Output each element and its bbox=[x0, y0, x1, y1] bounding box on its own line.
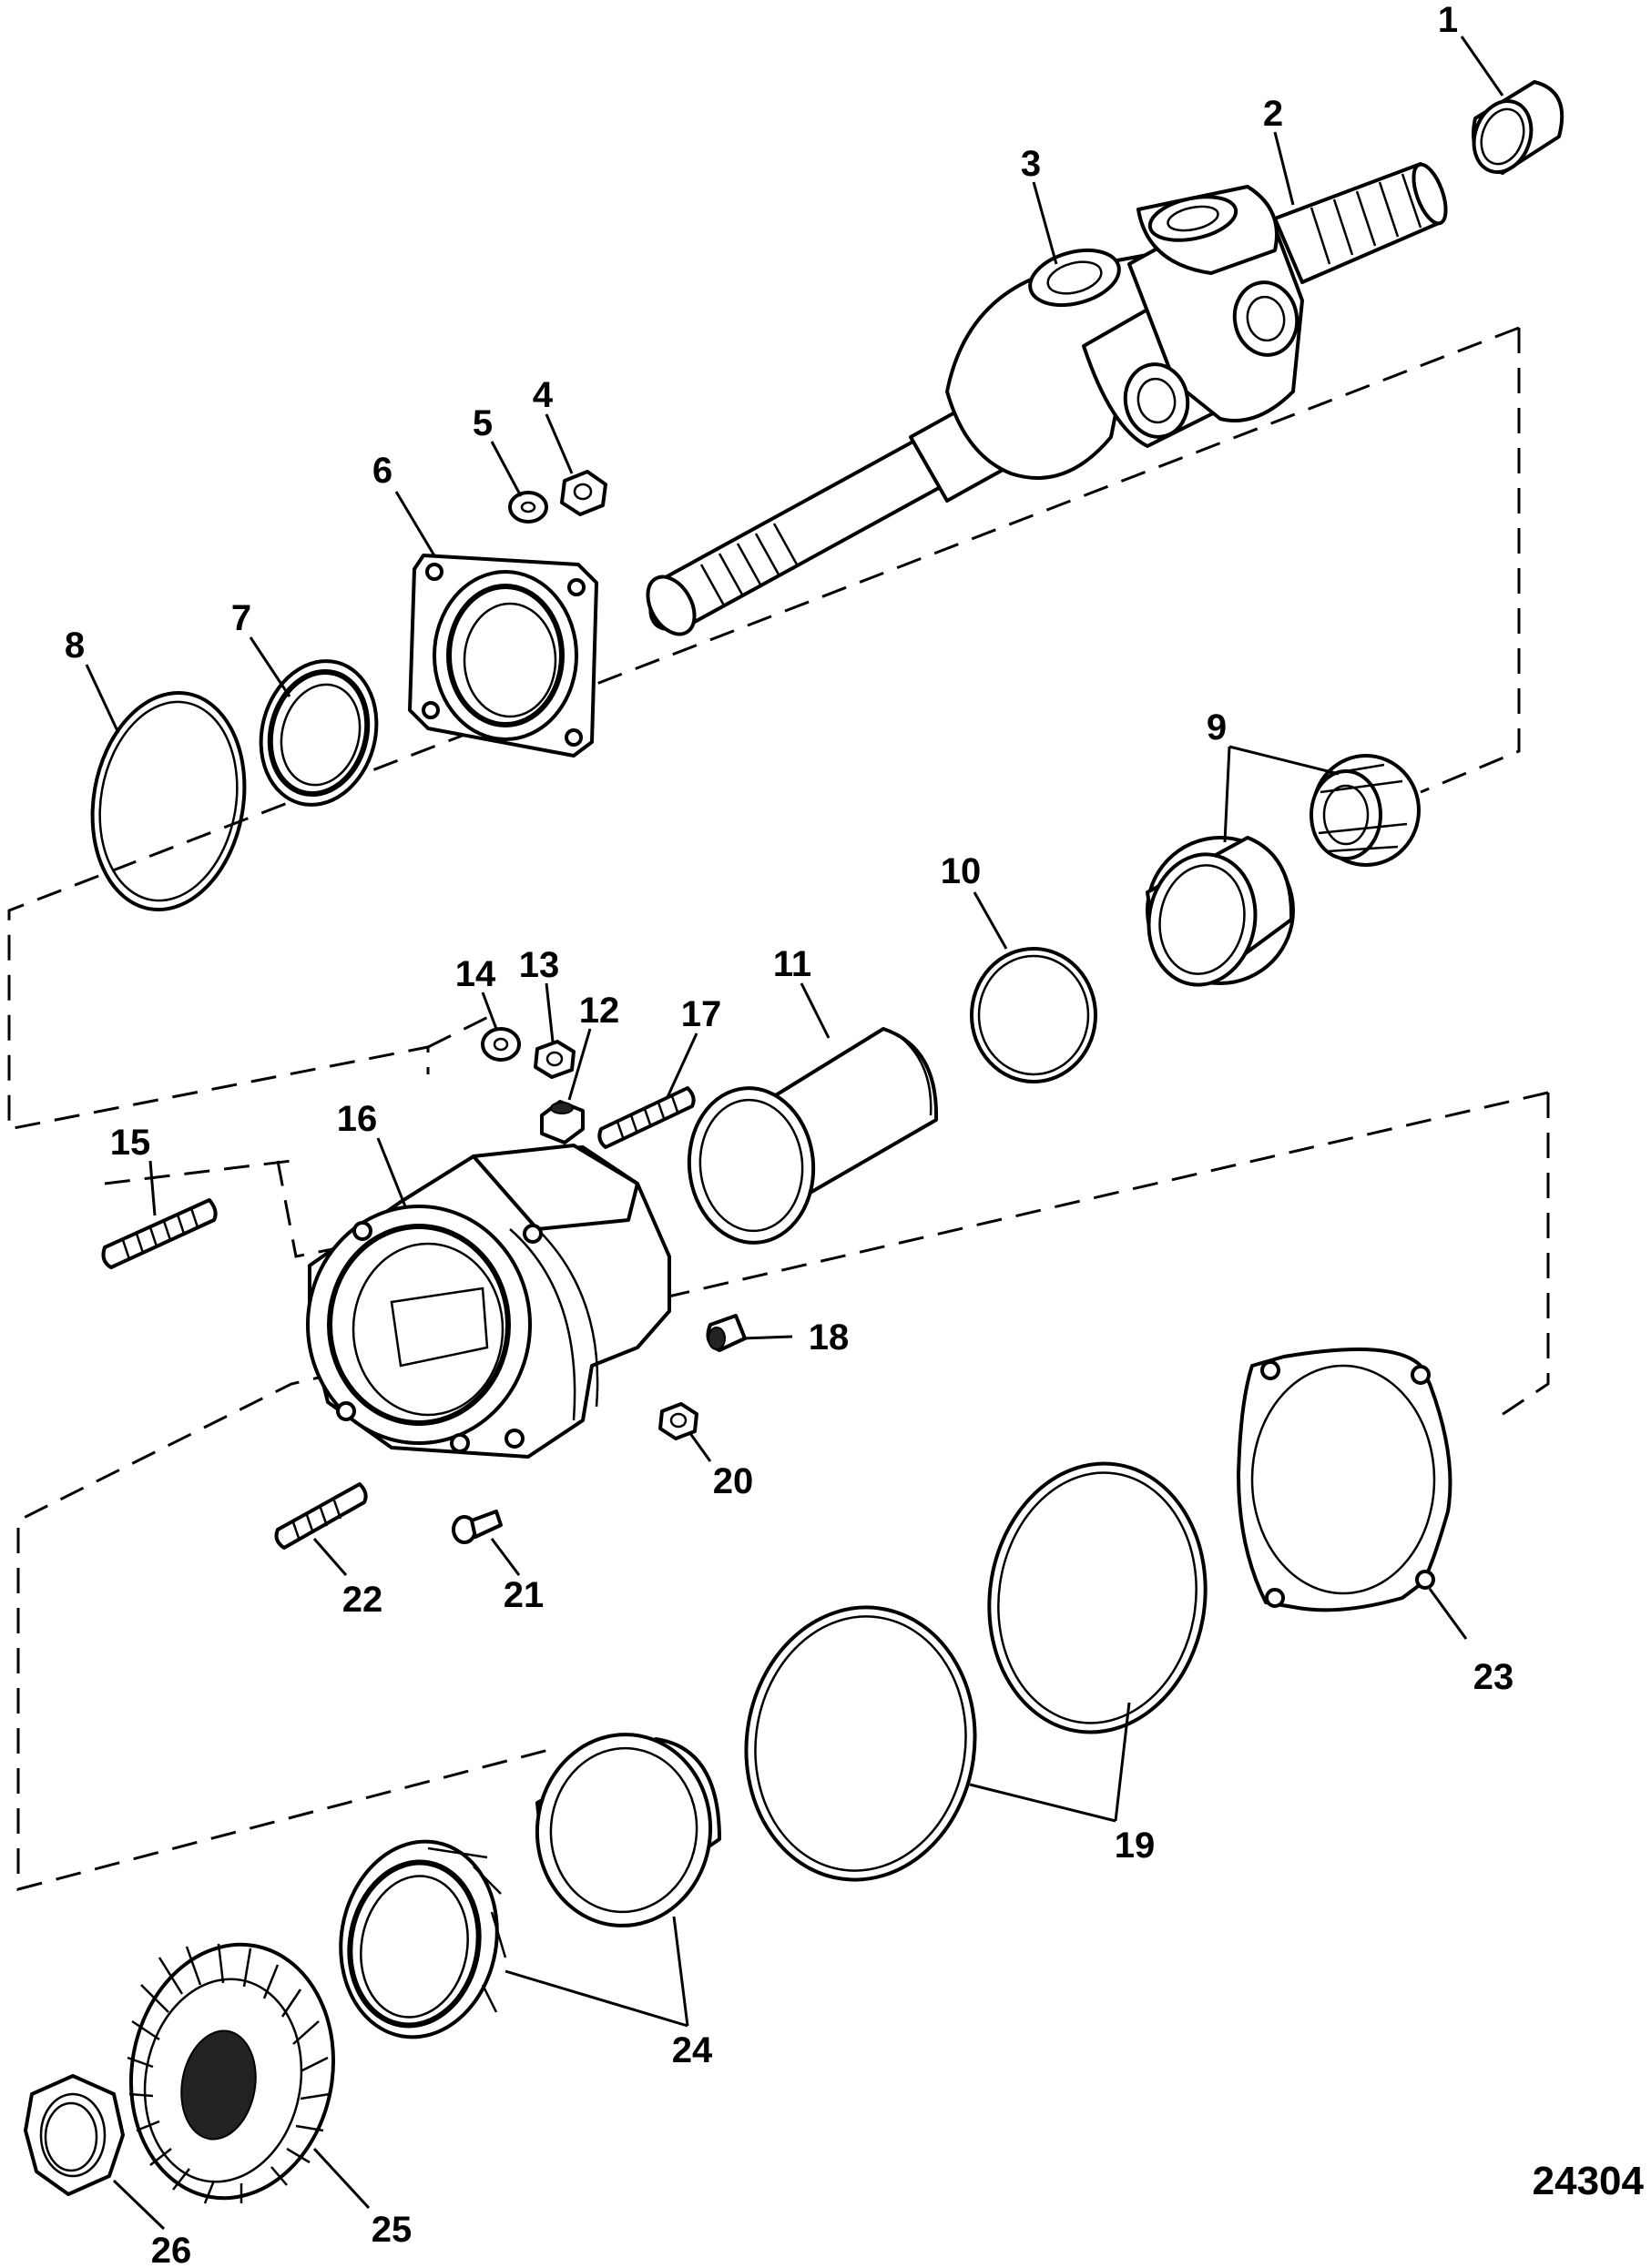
callout-3: 3 bbox=[1021, 144, 1041, 184]
callout-20: 20 bbox=[713, 1461, 754, 1501]
part-13-nut bbox=[534, 1040, 576, 1079]
callout-16: 16 bbox=[337, 1099, 378, 1139]
part-15-stud bbox=[101, 1198, 218, 1269]
part-2-driveshaft bbox=[646, 162, 1448, 636]
part-24-bearing bbox=[339, 1733, 721, 2039]
callout-13: 13 bbox=[519, 945, 560, 985]
callout-19: 19 bbox=[1115, 1826, 1156, 1866]
leader-lines bbox=[85, 36, 1504, 2231]
callout-18: 18 bbox=[809, 1317, 850, 1358]
part-9-bearing bbox=[1146, 754, 1421, 987]
part-22-stud bbox=[274, 1482, 368, 1550]
part-18-plug bbox=[706, 1314, 747, 1352]
callout-11: 11 bbox=[773, 944, 811, 984]
part-7-seal bbox=[259, 659, 379, 807]
callout-26: 26 bbox=[151, 2231, 192, 2268]
callout-5: 5 bbox=[473, 403, 493, 443]
callout-23: 23 bbox=[1473, 1657, 1514, 1697]
callout-12: 12 bbox=[579, 991, 620, 1031]
part-6-retainer-flange bbox=[408, 554, 598, 758]
part-11-sleeve bbox=[687, 1027, 939, 1245]
part-12-plug bbox=[540, 1100, 585, 1144]
callout-17: 17 bbox=[681, 994, 722, 1034]
part-10-o-ring bbox=[970, 947, 1097, 1083]
part-4-nut bbox=[560, 470, 607, 516]
callout-4: 4 bbox=[533, 375, 554, 415]
callout-7: 7 bbox=[231, 598, 251, 638]
figure-number: 24304 bbox=[1533, 2159, 1645, 2203]
callout-labels: 1 2 3 4 5 6 7 8 9 10 11 12 13 14 15 16 1… bbox=[65, 0, 1513, 2268]
part-23-gasket bbox=[1237, 1348, 1452, 1612]
callout-8: 8 bbox=[65, 625, 85, 666]
callout-1: 1 bbox=[1438, 0, 1458, 40]
part-17-stud bbox=[597, 1086, 696, 1149]
callout-14: 14 bbox=[455, 954, 496, 994]
part-26-hex-nut bbox=[24, 2074, 125, 2196]
callout-9: 9 bbox=[1207, 707, 1227, 748]
callout-15: 15 bbox=[110, 1123, 151, 1163]
callout-24: 24 bbox=[672, 2030, 713, 2070]
part-19-rings bbox=[744, 1461, 1208, 1882]
part-20-nut bbox=[658, 1402, 698, 1440]
part-5-washer bbox=[508, 491, 548, 524]
part-21-screw bbox=[452, 1510, 503, 1544]
assembly-dashed-lines bbox=[7, 326, 1550, 1891]
callout-6: 6 bbox=[372, 451, 392, 491]
callout-21: 21 bbox=[504, 1575, 545, 1615]
callout-2: 2 bbox=[1263, 94, 1283, 134]
part-25-bevel-gear bbox=[127, 1942, 336, 2204]
part-14-washer bbox=[481, 1027, 521, 1062]
callout-22: 22 bbox=[342, 1580, 383, 1620]
part-8-o-ring bbox=[90, 690, 247, 912]
part-16-housing bbox=[306, 1144, 671, 1459]
callout-25: 25 bbox=[372, 2210, 413, 2250]
part-1-bushing bbox=[1472, 80, 1564, 175]
callout-10: 10 bbox=[941, 851, 982, 891]
